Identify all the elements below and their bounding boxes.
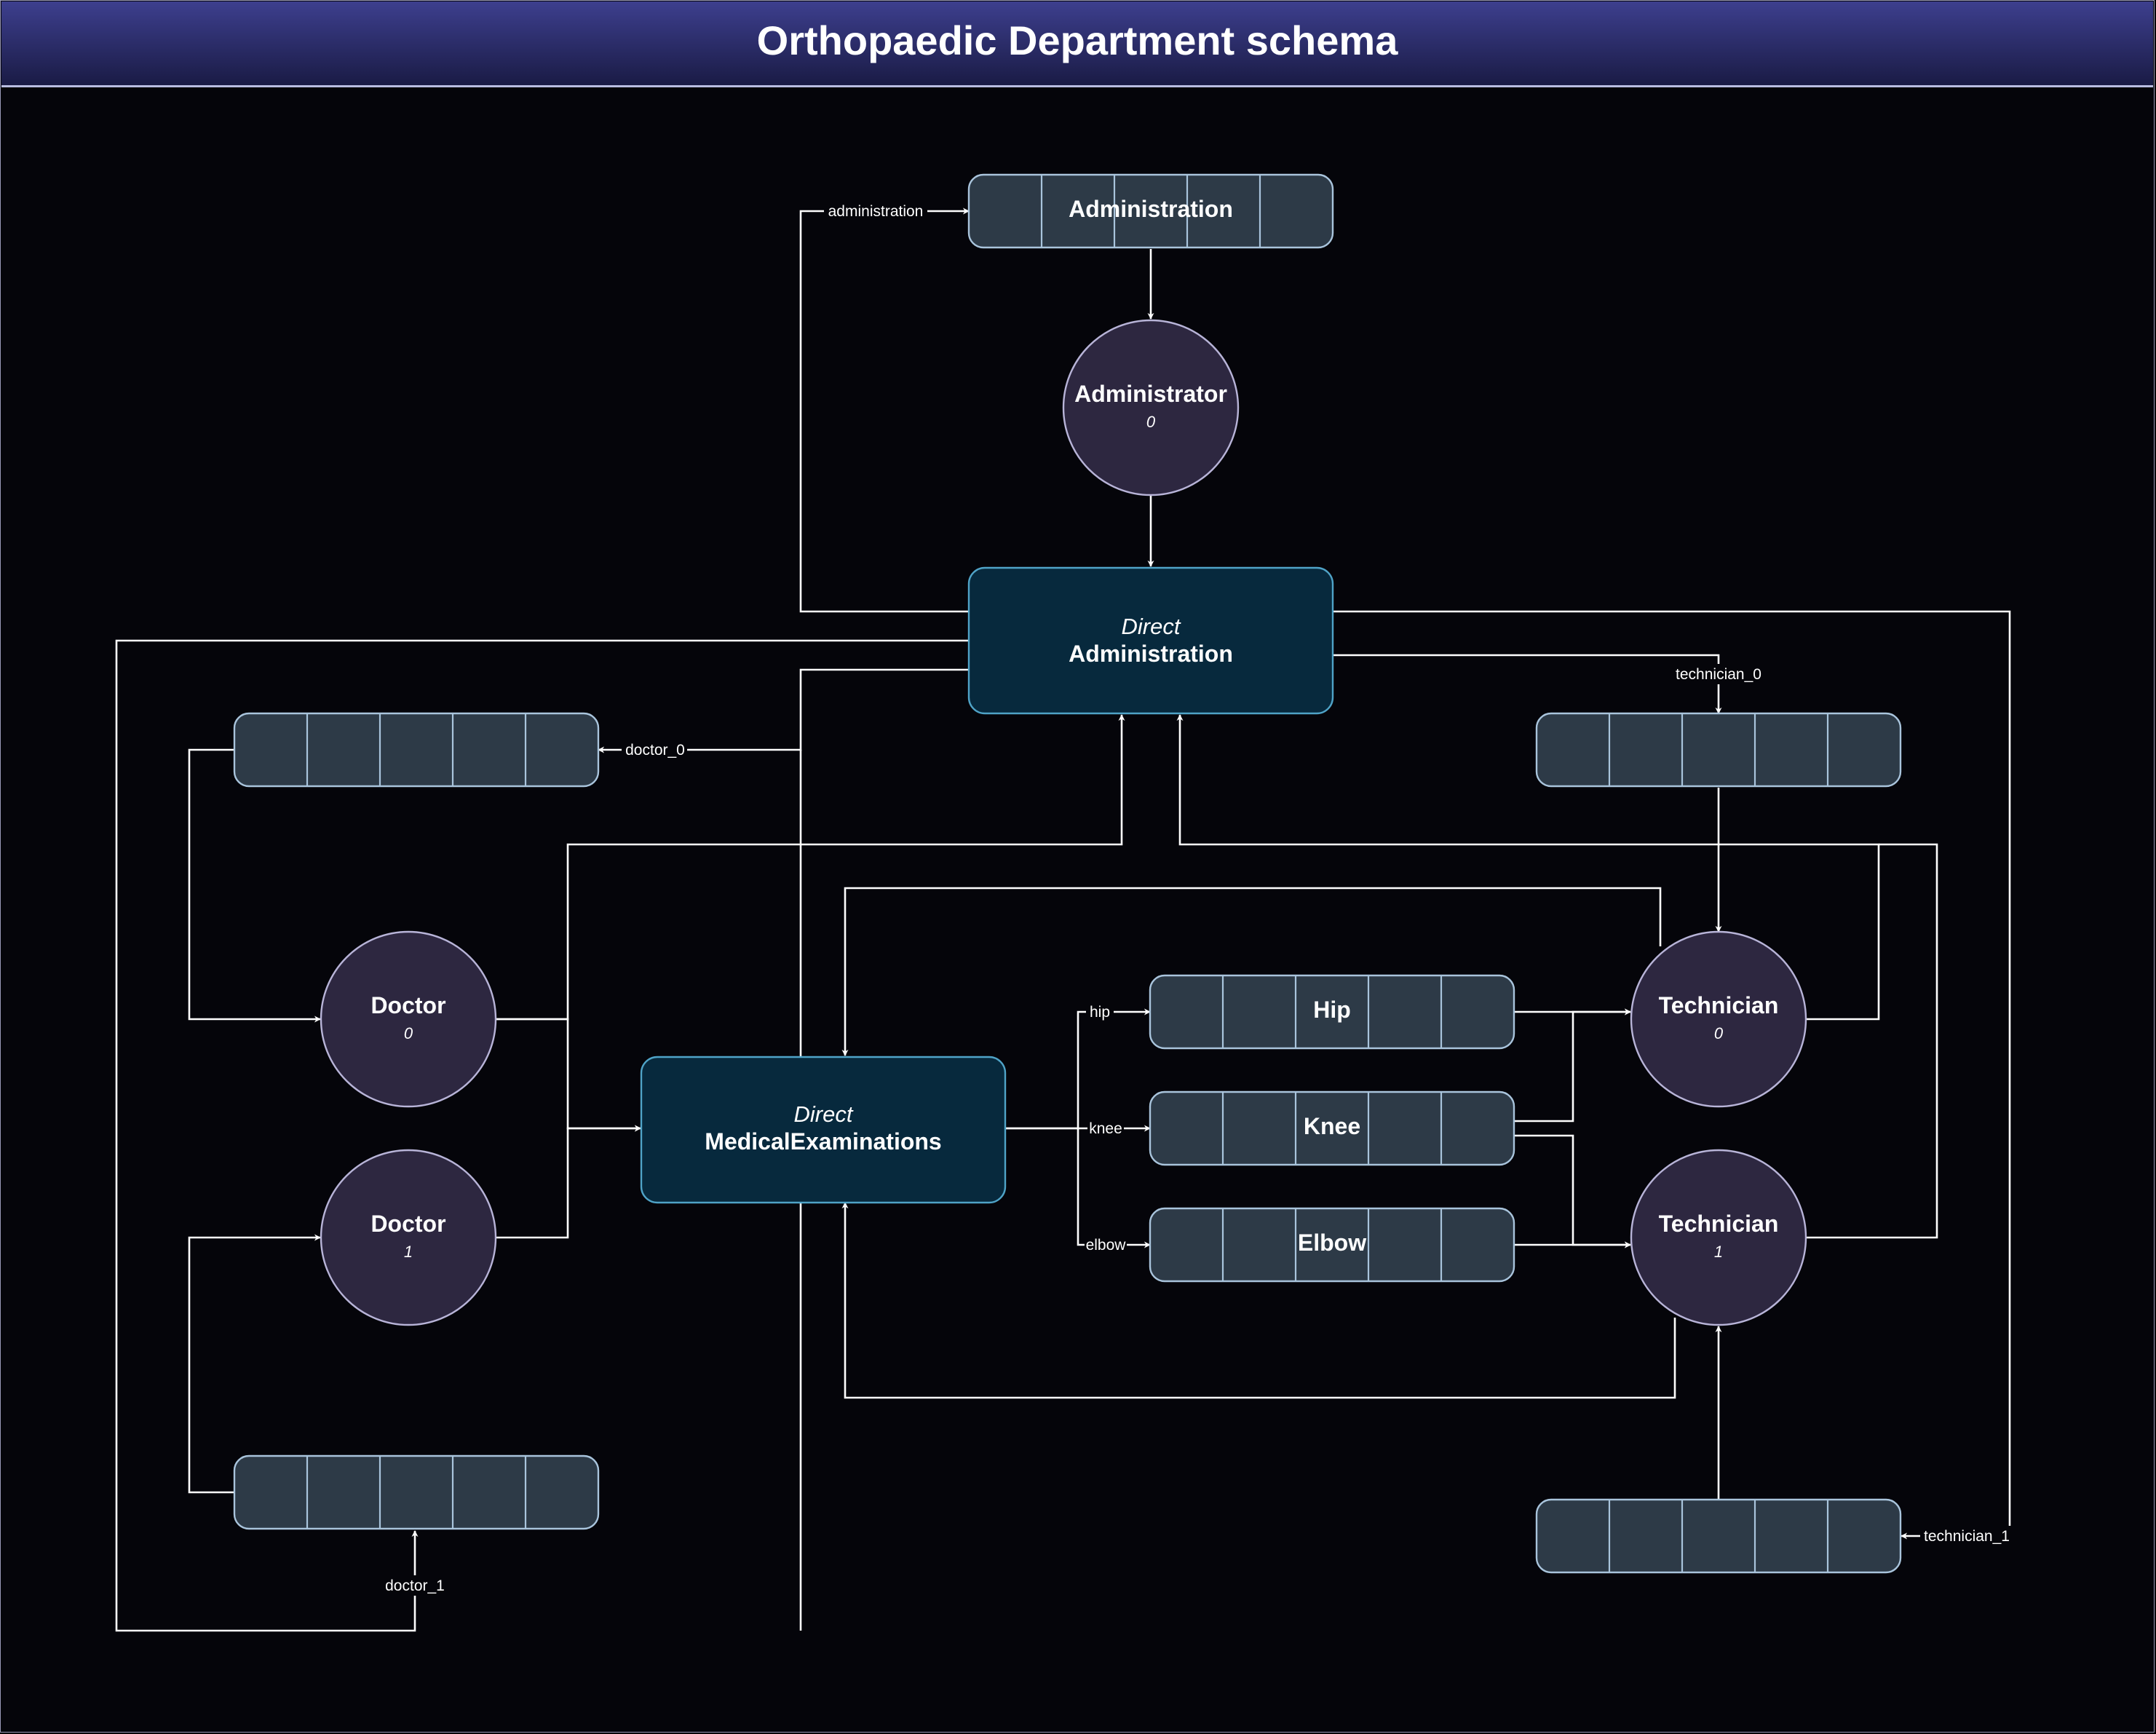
- edge-direct-med-to-hip: [1005, 1008, 1151, 1130]
- node-administrator-name: Administrator: [1074, 381, 1227, 407]
- queue-administration[interactable]: Administration: [967, 173, 1334, 249]
- edge-doctor1-to-direct-med: [495, 1125, 641, 1239]
- edge-label-elbow: elbow: [1086, 1237, 1127, 1254]
- queue-hip[interactable]: Hip: [1149, 974, 1515, 1050]
- node-administrator-index: 0: [1146, 413, 1156, 431]
- router-medical-name: MedicalExaminations: [705, 1128, 941, 1155]
- diagram-title: Orthopaedic Department schema: [756, 17, 1398, 63]
- edge-knee-to-tech1: [1515, 1134, 1631, 1248]
- node-doctor-0[interactable]: Doctor 0: [320, 930, 497, 1108]
- edge-direct-admin-to-tech0-queue: [1333, 654, 1722, 714]
- title-bar: Orthopaedic Department schema: [1, 1, 2153, 87]
- edge-label-hip: hip: [1090, 1004, 1110, 1021]
- edge-label-technician-0: technician_0: [1676, 666, 1761, 683]
- edge-tech0-to-direct-med: [841, 887, 1662, 1056]
- queue-elbow[interactable]: Elbow: [1149, 1207, 1515, 1283]
- router-direct-medical-examinations[interactable]: Direct MedicalExaminations: [640, 1056, 1007, 1204]
- node-doctor-1-index: 1: [404, 1243, 413, 1261]
- edge-labels: administration doctor_0 doctor_1 technic…: [381, 201, 2013, 1596]
- node-administrator-0[interactable]: Administrator 0: [1062, 319, 1240, 496]
- queue-administration-label: Administration: [1069, 196, 1233, 222]
- edges: [115, 207, 2011, 1632]
- queue-doctor-1[interactable]: [233, 1454, 600, 1530]
- node-technician-1-name: Technician: [1659, 1211, 1779, 1237]
- router-admin-kind: Direct: [1122, 614, 1181, 639]
- edge-label-administration: administration: [828, 203, 924, 220]
- node-technician-0-name: Technician: [1659, 992, 1779, 1018]
- edge-direct-admin-to-doctor1-queue: [115, 639, 969, 1632]
- edge-label-technician-1: technician_1: [1924, 1528, 2010, 1545]
- queue-technician-0[interactable]: [1535, 712, 1902, 788]
- queue-hip-label: Hip: [1313, 997, 1351, 1023]
- queue-doctor-0[interactable]: [233, 712, 600, 788]
- queue-technician-1[interactable]: [1535, 1498, 1902, 1574]
- edge-doctor0-queue-to-doctor0: [188, 748, 321, 1023]
- edge-knee-to-tech0: [1515, 1008, 1631, 1123]
- edge-tech1-to-direct-admin: [1807, 843, 1938, 1239]
- node-doctor-1[interactable]: Doctor 1: [320, 1149, 497, 1326]
- node-doctor-0-index: 0: [404, 1024, 413, 1042]
- edge-label-doctor-0: doctor_0: [625, 742, 685, 759]
- edge-doctor0-to-direct-med: [495, 1018, 641, 1132]
- edge-label-knee: knee: [1089, 1120, 1122, 1137]
- node-doctor-0-name: Doctor: [370, 992, 445, 1018]
- queue-knee-label: Knee: [1304, 1113, 1360, 1139]
- edge-direct-med-to-elbow: [1077, 1128, 1151, 1248]
- node-technician-0[interactable]: Technician 0: [1630, 930, 1807, 1108]
- edge-label-doctor-1: doctor_1: [385, 1577, 445, 1594]
- router-admin-name: Administration: [1069, 641, 1233, 667]
- edge-tech1-to-direct-med: [841, 1202, 1676, 1399]
- node-doctor-1-name: Doctor: [370, 1211, 445, 1237]
- queue-elbow-label: Elbow: [1298, 1230, 1366, 1256]
- router-direct-administration[interactable]: Direct Administration: [967, 566, 1334, 715]
- router-medical-kind: Direct: [794, 1101, 854, 1127]
- edge-doctor1-queue-to-doctor1: [188, 1234, 321, 1494]
- edge-direct-admin-to-doctor0-queue: [598, 668, 969, 753]
- edge-direct-admin-to-admin-queue: [799, 207, 970, 613]
- node-technician-1[interactable]: Technician 1: [1630, 1149, 1807, 1326]
- node-technician-1-index: 1: [1714, 1243, 1723, 1261]
- queue-knee[interactable]: Knee: [1149, 1090, 1515, 1166]
- node-technician-0-index: 0: [1714, 1024, 1724, 1042]
